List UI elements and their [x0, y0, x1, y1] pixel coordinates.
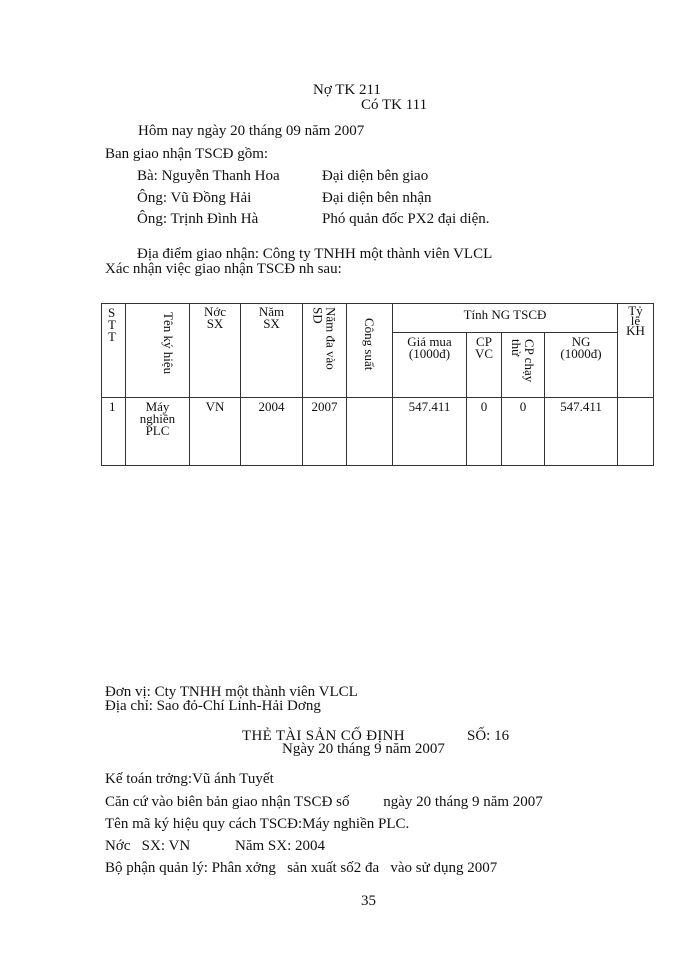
- credit-account: Có TK 111: [361, 97, 428, 113]
- handover-confirm: Xác nhận việc giao nhận TSCĐ nh sau:: [105, 261, 342, 277]
- card-basis: Căn cứ vào biên bản giao nhận TSCĐ số ng…: [105, 794, 543, 810]
- committee-title: Ban giao nhận TSCĐ gồm:: [105, 146, 269, 162]
- cell-trial: 0: [501, 397, 545, 466]
- cell-transport: 0: [466, 397, 502, 466]
- cell-depreciation-rate: [617, 397, 654, 466]
- header-transport: CP VC: [466, 332, 502, 398]
- card-department: Bộ phận quản lý: Phân xởng sản xuất số2 …: [105, 860, 498, 876]
- header-group-cost: Tính NG TSCĐ: [392, 302, 618, 334]
- card-number: SỐ: 16: [467, 728, 510, 744]
- cell-year-used: 2007: [302, 397, 347, 466]
- card-unit: Đơn vị: Cty TNHH một thành viên VLCL: [105, 684, 358, 700]
- cell-stt: 1: [101, 397, 126, 466]
- header-original-cost: NG (1000đ): [544, 332, 618, 398]
- member-name: Ông: Trịnh Đình Hà: [137, 211, 259, 227]
- member-role: Phó quản đốc PX2 đại diện.: [322, 211, 490, 227]
- member-name: Ông: Vũ Đồng Hải: [137, 190, 252, 206]
- cell-capacity: [346, 397, 393, 466]
- header-stt: STT: [101, 303, 126, 398]
- header-trial: CP chạy thử: [501, 332, 545, 398]
- handover-date: Hôm nay ngày 20 tháng 09 năm 2007: [138, 123, 365, 139]
- header-depreciation-rate: Tỷ lệ KH: [617, 303, 654, 398]
- header-capacity: Công suất: [346, 303, 393, 398]
- member-name: Bà: Nguyễn Thanh Hoa: [137, 168, 280, 184]
- cell-original-cost: 547.411: [544, 397, 618, 466]
- card-accountant: Kế toán trởng:Vũ ánh Tuyết: [105, 771, 274, 787]
- card-address: Địa chỉ: Sao đỏ-Chí Linh-Hải Dơng: [105, 698, 321, 714]
- header-year-used: Năm đa vào SD: [302, 303, 347, 398]
- page-number: 35: [361, 893, 376, 909]
- cell-year-made: 2004: [240, 397, 303, 466]
- card-country: Nớc SX: VN: [105, 838, 191, 854]
- asset-handover-table: STT Tên ký hiệu Nớc SX Năm SX Năm đa vào…: [101, 302, 654, 466]
- card-asset-name: Tên mã ký hiệu quy cách TSCĐ:Máy nghiền …: [105, 816, 410, 832]
- header-price: Giá mua (1000đ): [392, 332, 467, 398]
- header-country: Nớc SX: [189, 303, 241, 398]
- cell-country: VN: [189, 397, 241, 466]
- member-role: Đại diện bên giao: [322, 168, 429, 184]
- cell-price: 547.411: [392, 397, 467, 466]
- card-title: THẺ TÀI SẢN CỐ ĐỊNH: [242, 728, 405, 744]
- cell-name: Máy nghiền PLC: [125, 397, 190, 466]
- header-year-made: Năm SX: [240, 303, 303, 398]
- card-date: Ngày 20 tháng 9 năm 2007: [282, 741, 445, 757]
- debit-account: Nợ TK 211: [313, 82, 381, 98]
- handover-location: Địa điểm giao nhận: Công ty TNHH một thà…: [137, 246, 493, 262]
- table-row: 1 Máy nghiền PLC VN 2004 2007 547.411 0 …: [101, 397, 654, 466]
- member-role: Đại diện bên nhận: [322, 190, 432, 206]
- card-year: Năm SX: 2004: [235, 838, 325, 854]
- header-name: Tên ký hiệu: [125, 303, 190, 398]
